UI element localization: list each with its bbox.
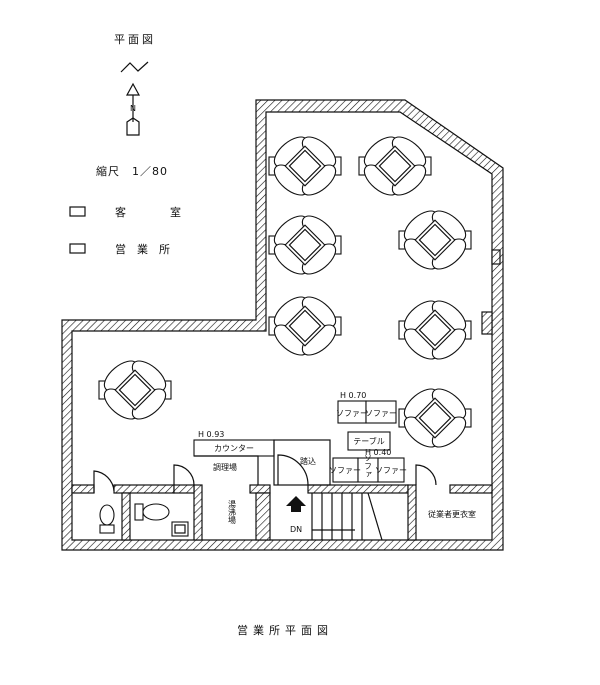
legend-swatch (69, 243, 86, 254)
sink-icon (171, 521, 189, 537)
legend-label: 客 室 (115, 205, 181, 219)
table-set-icon (98, 354, 172, 426)
table-set-icon (268, 290, 342, 362)
sofa-set: H 0.70 ソファー ソファー テーブル H 0.40 ソファー ソファ ソフ… (329, 391, 407, 483)
sofa-label: ソファー (365, 409, 397, 418)
legend-swatch (69, 206, 86, 217)
toilet-icon (99, 504, 115, 534)
sofa-label: ソファー (336, 409, 368, 418)
table-set-icon (398, 204, 472, 276)
legend-item-guest-room: 客 室 (69, 205, 181, 219)
plan-caption: 営業所平面図 (237, 623, 333, 637)
interior-walls (71, 484, 493, 541)
scale-label: 縮尺 1／80 (96, 164, 168, 178)
table-height: H 0.40 (365, 448, 391, 457)
table-set-icon (268, 130, 342, 202)
table-label: テーブル (353, 436, 385, 446)
legend-item-office: 営 業 所 (69, 242, 170, 256)
up-arrow-icon (286, 496, 306, 512)
sofa-label: ソファー (329, 466, 361, 475)
table-set-icon (358, 130, 432, 202)
stairs-down-label: DN (290, 525, 302, 534)
toilet-icon (134, 503, 170, 521)
plan-title: 平面図 (114, 33, 156, 46)
doors (93, 454, 437, 493)
north-arrow-icon: N (120, 61, 149, 136)
sofa-label: ソファー (375, 466, 407, 475)
sofa-height: H 0.70 (340, 391, 366, 400)
table-set-icon (398, 382, 472, 454)
locker-room-label: 従業者更衣室 (428, 509, 476, 519)
north-label: N (130, 104, 136, 113)
counter-label: カウンター (214, 444, 254, 453)
kitchen-label: 調理場 (213, 462, 237, 472)
outer-walls (61, 99, 504, 551)
counter-height: H 0.93 (198, 430, 224, 439)
stairs (311, 492, 383, 541)
washroom-label: 湯沸場 (228, 499, 237, 525)
counter: H 0.93 カウンター (193, 430, 275, 485)
sofa-vertical-label: ソファ (364, 454, 373, 478)
table-set-icon (268, 209, 342, 281)
entrance-label: 踏込 (300, 456, 316, 466)
legend-label: 営 業 所 (115, 242, 170, 256)
table-set-icon (398, 294, 472, 366)
